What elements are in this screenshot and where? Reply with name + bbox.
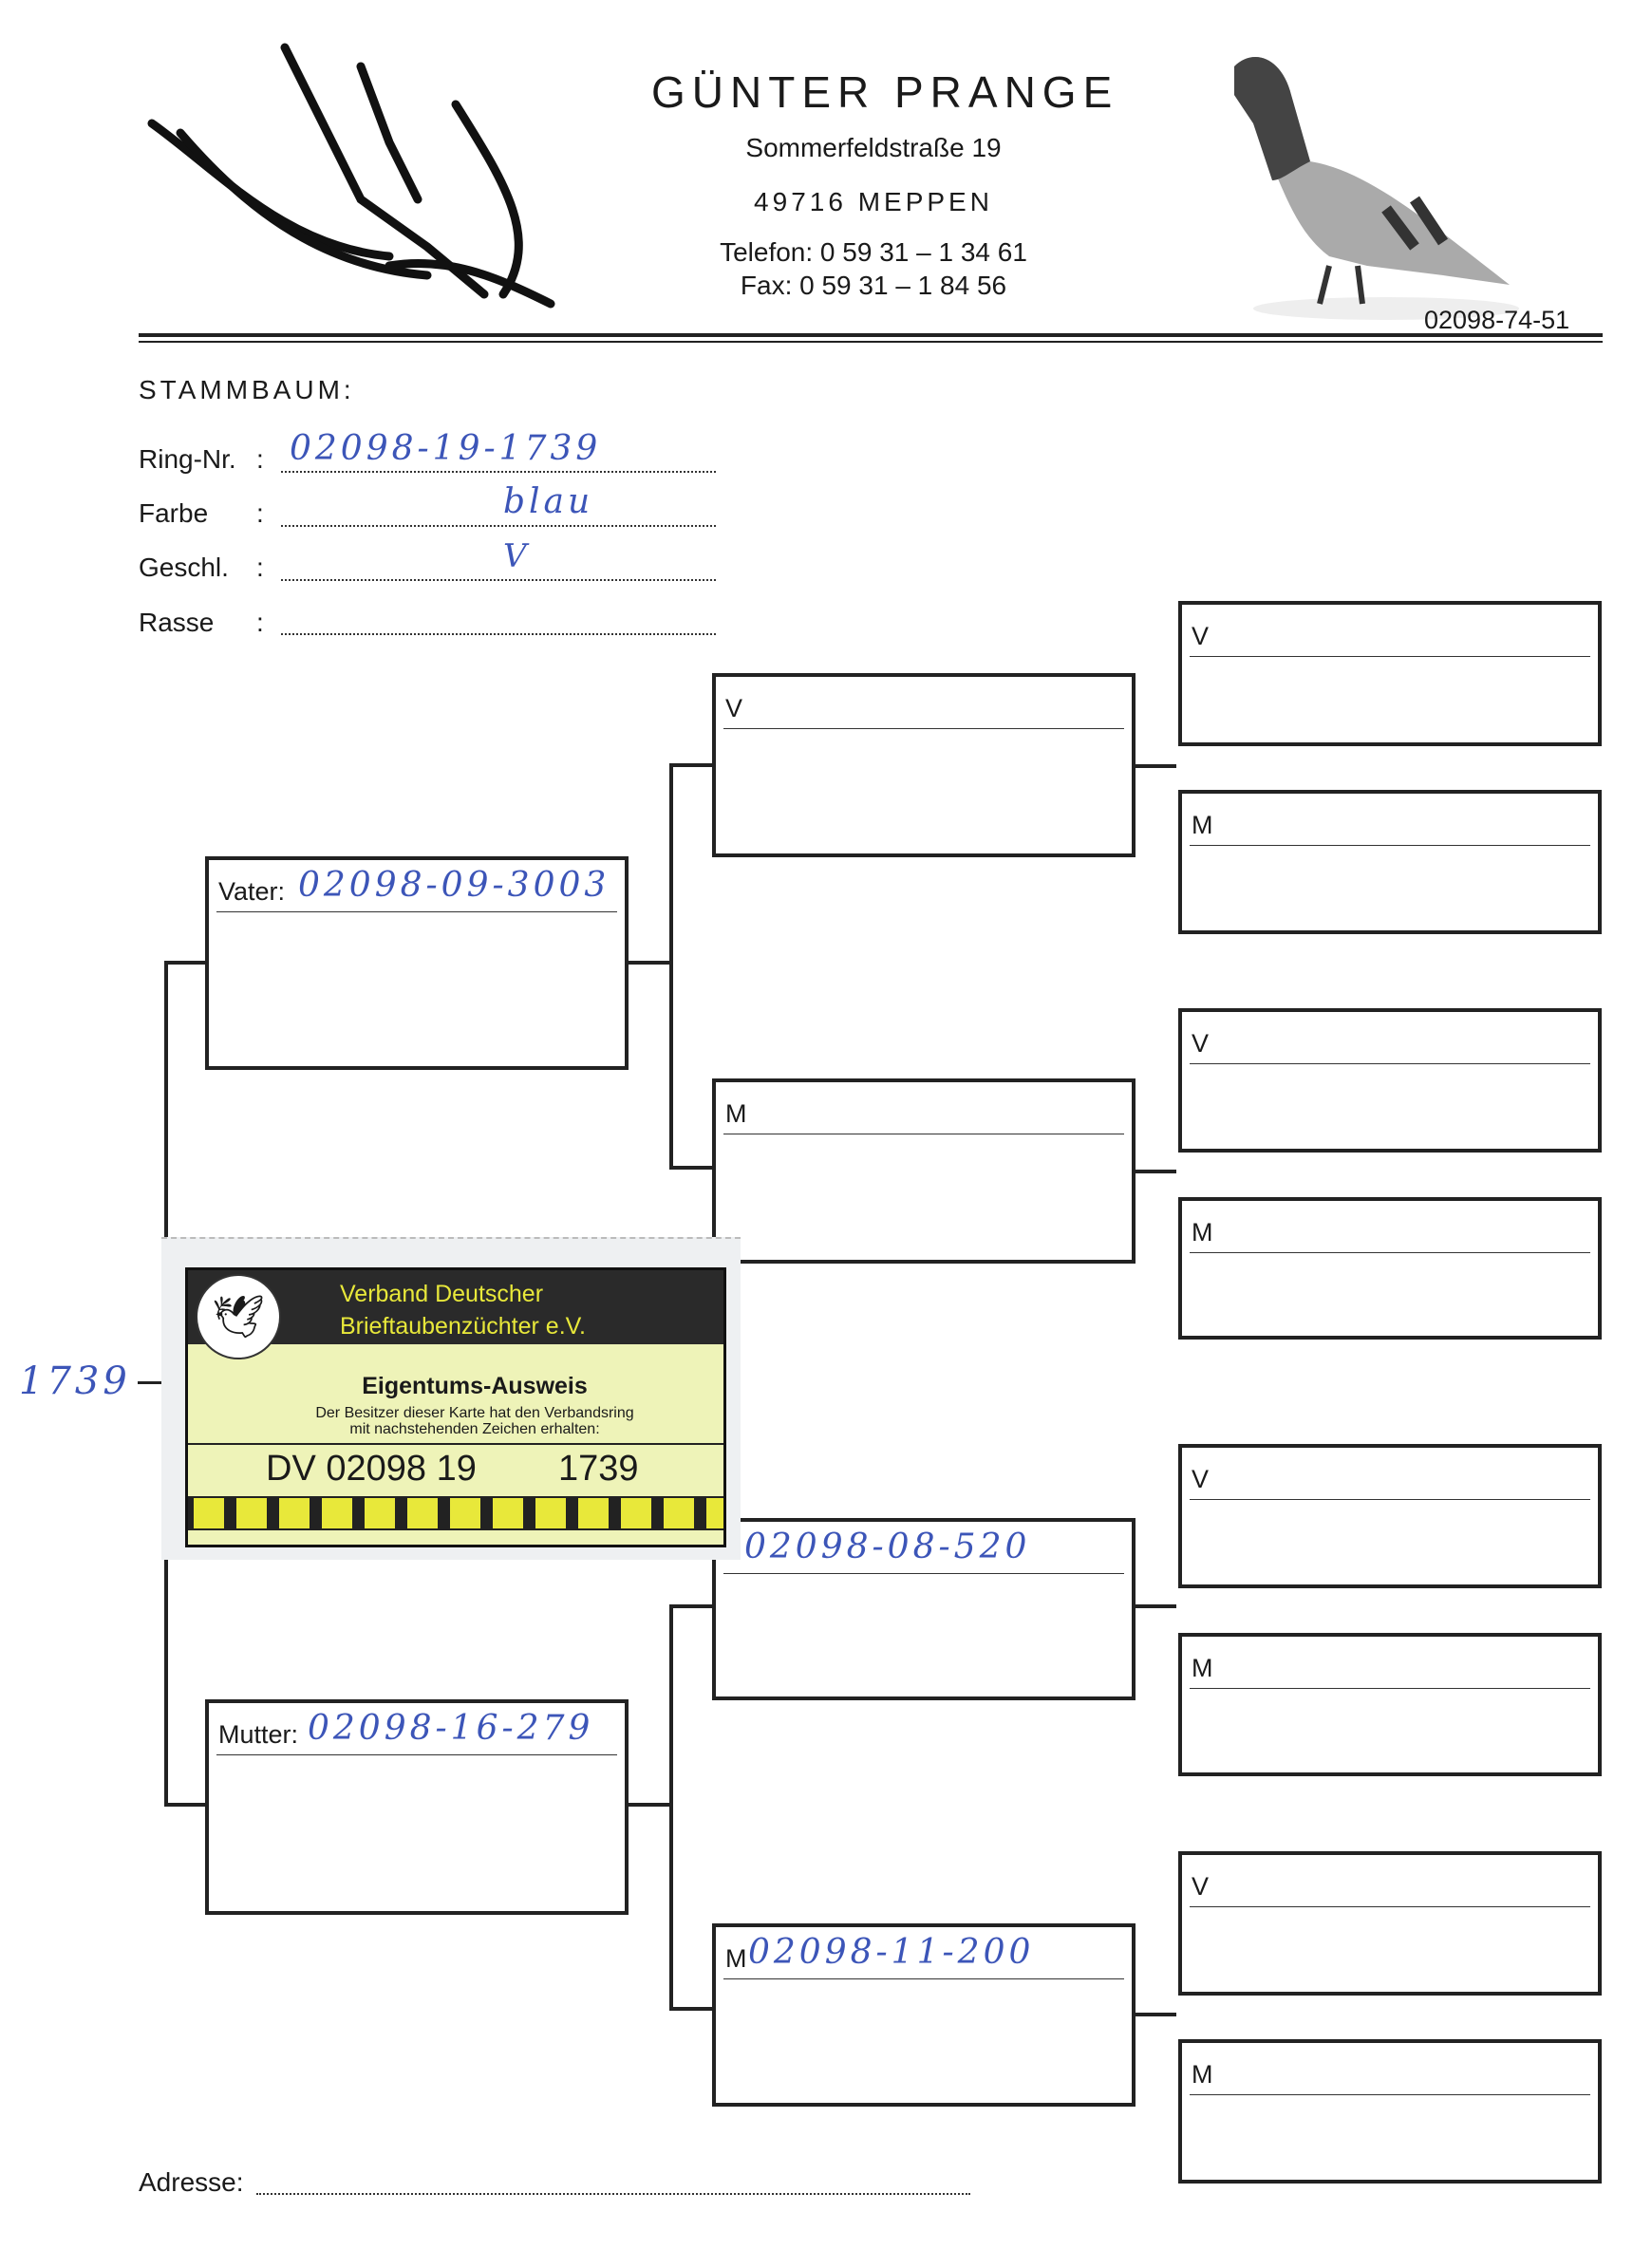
pigeon-photo [1234,57,1519,320]
mother-ring: 02098-16-279 [308,1709,594,1748]
father-box[interactable]: Vater: 02098-09-3003 [205,856,629,1070]
ring-nr-value: 02098-19-1739 [290,429,602,468]
father-label: Vater: [218,877,286,906]
ownership-card: 🕊 Verband Deutscher Brieftaubenzüchter e… [161,1237,741,1560]
ring-nr-label: Ring-Nr. [139,444,236,474]
grandmother-maternal-ring: 02098-11-200 [748,1933,1035,1972]
flying-pigeon-logo [147,43,555,309]
rasse-label: Rasse [139,608,215,637]
bracket-father [669,763,673,1170]
grandmother-maternal-box[interactable]: M 02098-11-200 [712,1923,1136,2107]
farbe-label: Farbe [139,498,209,528]
gg-box-4[interactable]: M [1178,1197,1602,1340]
fax: Fax: 0 59 31 – 1 84 56 [740,271,1007,300]
phone: Telefon: 0 59 31 – 1 34 61 [720,237,1027,267]
gg-box-1[interactable]: V [1178,601,1602,746]
address-label: Adresse: [139,2167,244,2197]
mother-label: Mutter: [218,1720,299,1749]
grandfather-paternal-box[interactable]: V [712,673,1136,857]
card-ring-number: 1739 [558,1449,639,1489]
gg-box-7[interactable]: V [1178,1851,1602,1996]
header-divider [139,333,1603,337]
father-ring: 02098-09-3003 [298,866,610,905]
form-title: STAMMBAUM: [139,375,355,404]
card-org-line2: Brieftaubenzüchter e.V. [340,1313,586,1340]
gg-box-2[interactable]: M [1178,790,1602,934]
city: 49716 MEPPEN [754,187,993,216]
card-ring-code: DV 02098 19 [266,1449,477,1489]
side-note-ring: 1739 [19,1359,131,1403]
grandmother-paternal-box[interactable]: M [712,1078,1136,1264]
geschl-label: Geschl. [139,553,229,582]
card-title: Eigentums-Ausweis [362,1373,588,1399]
gg-box-3[interactable]: V [1178,1008,1602,1153]
geschl-value: V [503,537,531,575]
grandfather-maternal-ring: 02098-08-520 [744,1528,1031,1566]
breeder-code: 02098-74-51 [1424,306,1570,334]
bracket-mother [669,1604,673,2011]
card-ornament-band [188,1496,723,1530]
header-divider-thin [139,341,1603,343]
dove-logo-icon: 🕊 [196,1274,281,1359]
gg-box-5[interactable]: V [1178,1444,1602,1588]
gg-box-6[interactable]: M [1178,1633,1602,1776]
gg-box-8[interactable]: M [1178,2039,1602,2184]
mother-box[interactable]: Mutter: 02098-16-279 [205,1699,629,1915]
address-field[interactable] [256,2193,970,2195]
farbe-value: blau [503,482,594,521]
grandfather-maternal-box[interactable]: 02098-08-520 [712,1518,1136,1700]
street: Sommerfeldstraße 19 [745,133,1002,162]
breeder-name: GÜNTER PRANGE [651,67,1119,117]
card-org-line1: Verband Deutscher [340,1281,544,1307]
